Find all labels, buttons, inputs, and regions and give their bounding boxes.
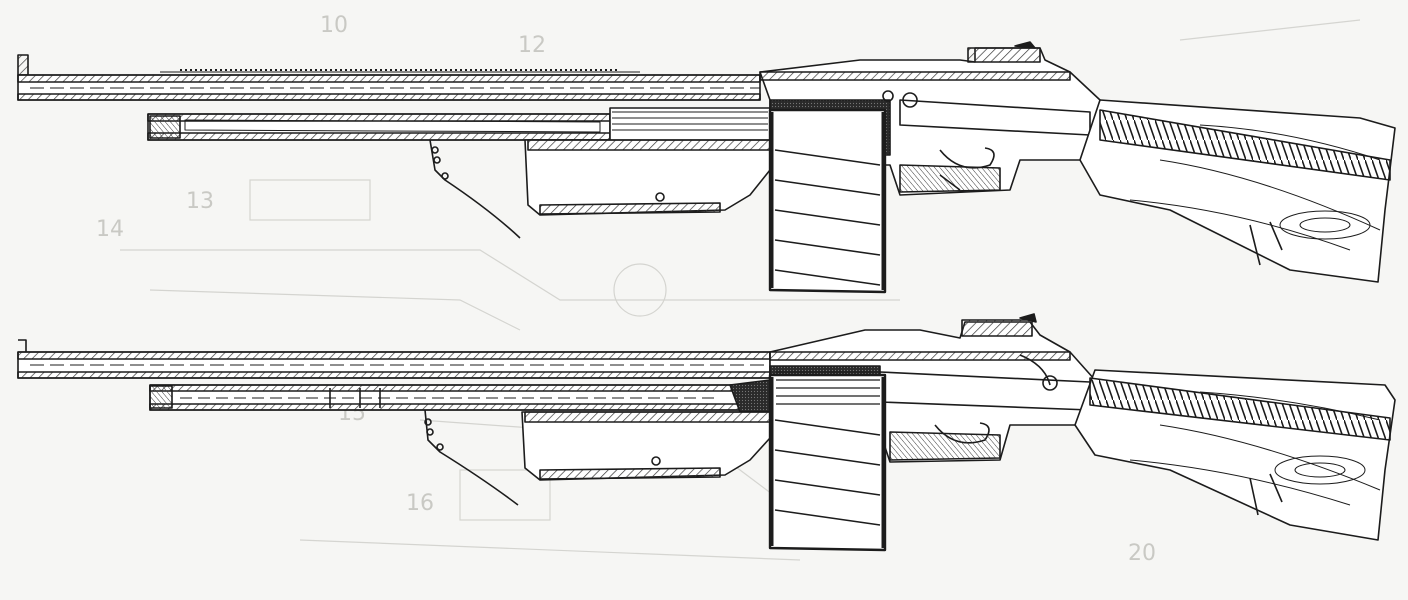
lower-view — [17, 313, 1396, 552]
upper-stock — [1079, 99, 1396, 283]
upper-magazine — [768, 108, 887, 294]
lower-stock — [1074, 369, 1396, 541]
lower-bipod-wire — [424, 409, 519, 506]
ghost-digit: 12 — [518, 33, 546, 58]
ghost-digit: 14 — [96, 217, 124, 242]
lower-barrel — [17, 339, 771, 379]
ghost-digit: 20 — [1128, 541, 1156, 566]
lower-handguard — [521, 411, 771, 481]
upper-barrel — [17, 54, 761, 101]
lower-magazine — [768, 371, 887, 552]
ghost-digit: 10 — [320, 13, 348, 38]
upper-gas-cylinder — [147, 107, 771, 149]
background-ghost-drawing — [120, 19, 1361, 561]
upper-view — [17, 41, 1396, 294]
ghost-digit: 16 — [406, 491, 434, 516]
upper-handguard — [524, 139, 771, 216]
lower-gas-cylinder — [149, 379, 771, 413]
upper-bipod-wire — [429, 139, 521, 239]
ghost-digit: 13 — [186, 189, 214, 214]
